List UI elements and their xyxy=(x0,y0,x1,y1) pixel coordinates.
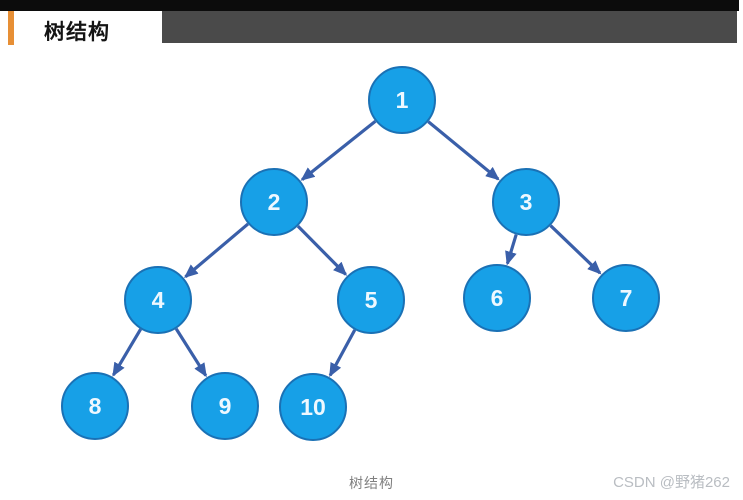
tree-node-7: 7 xyxy=(592,264,660,332)
tree-edge-3-6 xyxy=(505,234,518,266)
tree-edge-1-3 xyxy=(427,120,500,181)
tree-node-circle xyxy=(337,266,405,334)
tree-edge-4-9 xyxy=(174,327,208,378)
tree-edge-1-2 xyxy=(300,119,377,181)
tree-node-label: 6 xyxy=(491,285,504,311)
tree-node-2: 2 xyxy=(240,168,308,236)
tree-node-label: 4 xyxy=(152,287,165,313)
tree-node-label: 9 xyxy=(219,393,232,419)
tree-node-10: 10 xyxy=(279,373,347,441)
tree-edge-2-5 xyxy=(296,225,348,276)
tree-edge-3-7 xyxy=(549,224,602,275)
top-black-bar xyxy=(0,0,739,11)
tree-node-circle xyxy=(492,168,560,236)
tree-node-1: 1 xyxy=(368,66,436,134)
tree-node-9: 9 xyxy=(191,372,259,440)
tree-node-circle xyxy=(463,264,531,332)
tree-node-circle xyxy=(124,266,192,334)
tree-node-label: 8 xyxy=(89,393,102,419)
tree-node-circle xyxy=(592,264,660,332)
tree-node-circle xyxy=(191,372,259,440)
tree-node-label: 2 xyxy=(268,189,281,215)
header-gray-bar xyxy=(162,11,737,43)
tree-node-label: 5 xyxy=(365,287,378,313)
tree-node-circle xyxy=(61,372,129,440)
orange-accent-stripe xyxy=(8,11,14,45)
tree-edge-4-8 xyxy=(112,328,143,377)
diagram-caption: 树结构 xyxy=(349,475,394,491)
tree-node-3: 3 xyxy=(492,168,560,236)
header-tab-label: 树结构 xyxy=(44,21,110,44)
tree-node-circle xyxy=(279,373,347,441)
tree-node-6: 6 xyxy=(463,264,531,332)
tree-node-4: 4 xyxy=(124,266,192,334)
tree-node-circle xyxy=(368,66,436,134)
tree-node-8: 8 xyxy=(61,372,129,440)
tree-edge-5-10 xyxy=(328,329,357,378)
tree-node-circle xyxy=(240,168,308,236)
csdn-watermark: CSDN @野猪262 xyxy=(613,474,730,491)
tree-node-label: 7 xyxy=(620,285,633,311)
tree-node-label: 3 xyxy=(520,189,533,215)
tree-node-label: 10 xyxy=(300,394,326,420)
tree-edge-2-4 xyxy=(183,222,250,279)
tree-node-label: 1 xyxy=(396,87,409,113)
tree-node-5: 5 xyxy=(337,266,405,334)
